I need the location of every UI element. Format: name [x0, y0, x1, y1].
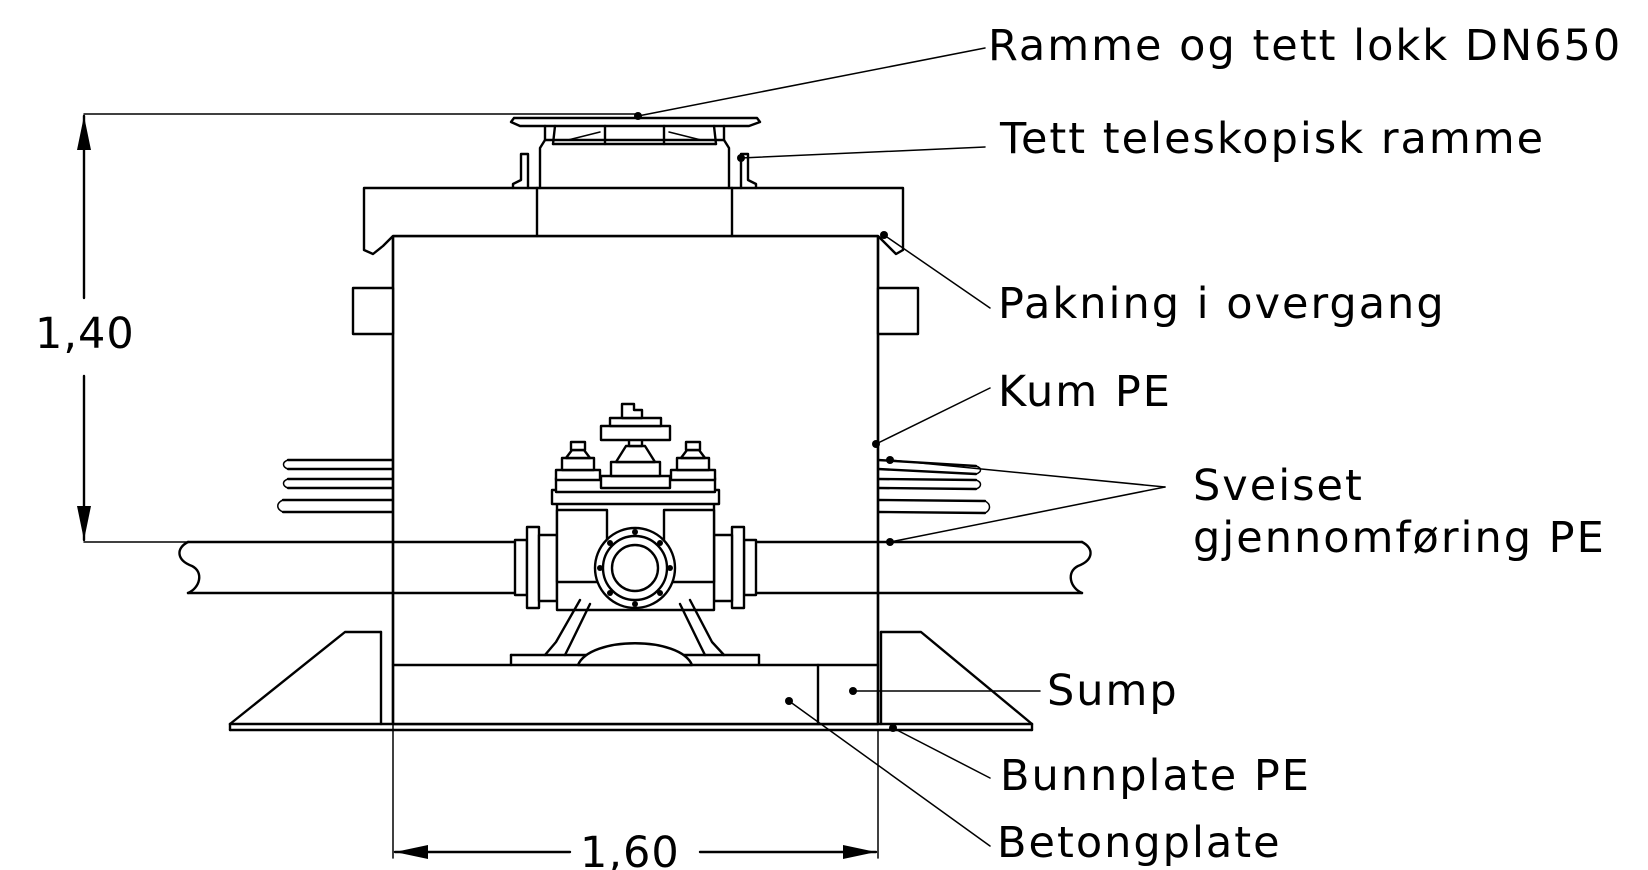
label-manhole-pe: Kum PE: [998, 367, 1172, 417]
label-gasket: Pakning i overgang: [998, 279, 1446, 329]
top-cone-frame: [362, 186, 905, 256]
label-frame-and-cover: Ramme og tett lokk DN650: [988, 21, 1622, 71]
label-welded-penetration-line1: Sveiset: [1193, 461, 1364, 511]
telescopic-frame: [511, 138, 758, 190]
left-cable-bundle: [277, 458, 395, 514]
labels: Ramme og tett lokk DN650 Tett teleskopis…: [988, 21, 1622, 868]
label-sump: Sump: [1047, 666, 1179, 716]
frame-and-cover: [509, 116, 762, 146]
label-telescopic-frame: Tett teleskopisk ramme: [999, 114, 1545, 164]
width-dimension-label: 1,60: [580, 828, 680, 870]
side-lugs: [351, 286, 920, 336]
label-bottom-plate: Bunnplate PE: [1000, 751, 1311, 801]
label-welded-penetration-line2: gjennomføring PE: [1193, 513, 1606, 563]
height-dimension-label: 1,40: [35, 309, 135, 359]
valve-assembly: [509, 402, 761, 667]
dimension-height: 1,40: [35, 113, 641, 543]
label-concrete-slab: Betongplate: [997, 818, 1282, 868]
dimension-width: 1,60: [392, 723, 879, 870]
leader-lines: [634, 47, 1166, 847]
